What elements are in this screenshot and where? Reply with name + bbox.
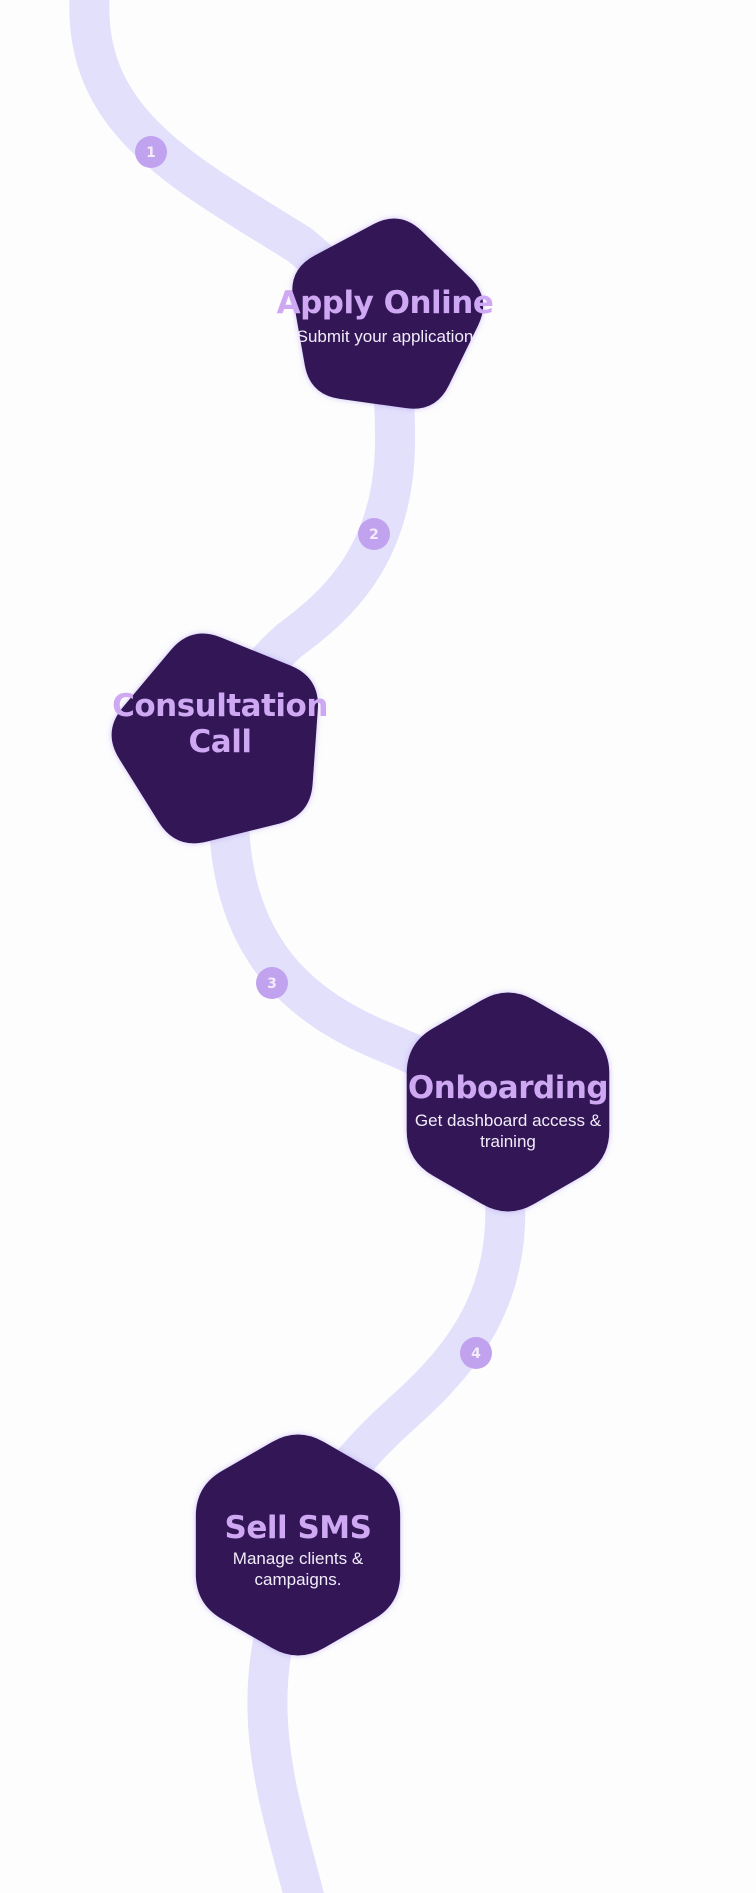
step-node-4: Sell SMS Manage clients & campaigns. [195,1434,401,1656]
step-title: Call [189,724,252,760]
step-description: Manage clients & [233,1549,364,1568]
step-description: campaigns. [255,1570,342,1589]
step-title: Consultation [112,688,328,724]
step-node-shape [292,218,484,409]
step-description: training [480,1132,536,1151]
step-marker-4: 4 [460,1337,492,1369]
step-marker-number: 1 [146,145,156,161]
step-description: Get dashboard access & [415,1111,602,1130]
step-title: Sell SMS [225,1510,372,1546]
step-marker-1: 1 [135,136,167,168]
step-marker-circle [460,1337,492,1369]
step-marker-2: 2 [358,518,390,550]
step-node-shape [195,1434,401,1656]
step-marker-number: 4 [471,1346,481,1362]
step-node-shape [111,633,318,844]
step-title: Apply Online [277,285,494,321]
step-marker-number: 3 [267,976,277,992]
step-node-shape [406,992,610,1212]
step-marker-number: 2 [369,527,379,543]
step-title: Onboarding [408,1070,608,1106]
step-marker-3: 3 [256,967,288,999]
step-marker-circle [358,518,390,550]
step-markers: 1 2 3 4 [135,136,492,1369]
step-marker-circle [256,967,288,999]
step-description: Submit your application [297,327,474,346]
step-marker-circle [135,136,167,168]
